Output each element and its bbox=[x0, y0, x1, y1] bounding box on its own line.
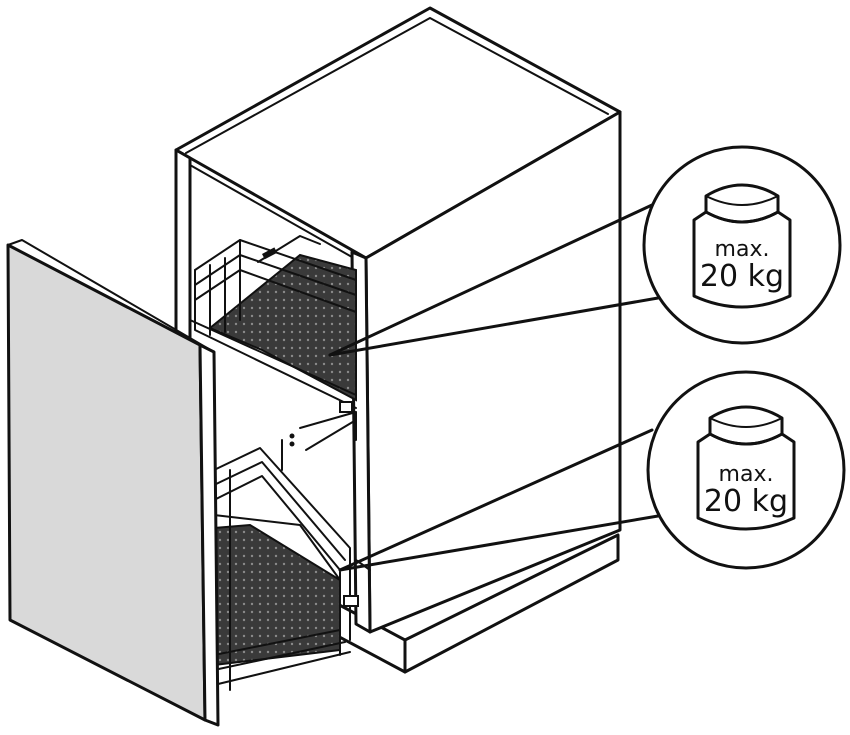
upper-basket bbox=[189, 235, 357, 413]
callout-label-line2: 20 kg bbox=[700, 259, 784, 294]
callout-label-line1: max. bbox=[719, 462, 774, 487]
callout-label-line1: max. bbox=[715, 237, 770, 262]
lower-basket bbox=[213, 411, 371, 691]
callout-upper: max. 20 kg bbox=[642, 145, 842, 345]
weight-icon bbox=[692, 183, 792, 309]
drawer-front-panel bbox=[6, 239, 220, 727]
weight-icon bbox=[696, 405, 796, 531]
callout-lower: max. 20 kg bbox=[646, 370, 846, 570]
callout-pointers bbox=[328, 203, 660, 572]
callout-label-line2: 20 kg bbox=[704, 484, 788, 519]
